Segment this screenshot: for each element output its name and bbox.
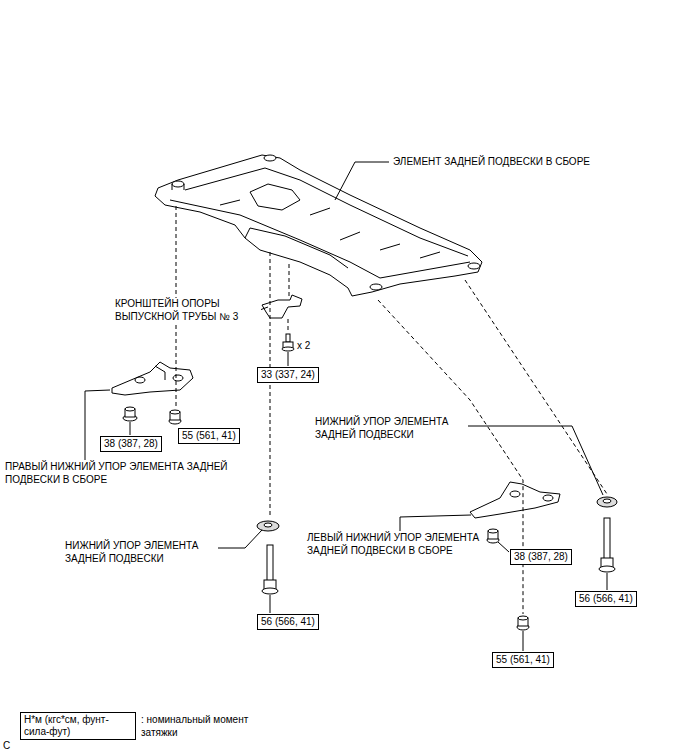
part-name: НИЖНИЙ УПОР ЭЛЕМЕНТА ЗАДНЕЙ ПОДВЕСКИ [64, 540, 218, 565]
bolt [262, 545, 278, 594]
torque-value: Н*м (кгс*см, фунт-сила-фут) [24, 714, 132, 738]
stopper-washer [597, 497, 617, 507]
bolt [282, 334, 294, 351]
torque-value: 33 (337, 24) [261, 369, 315, 381]
torque-box: 55 (561, 41) [492, 652, 554, 668]
torque-value: 56 (566, 41) [261, 616, 315, 628]
torque-value: 38 (387, 28) [104, 438, 158, 450]
part-name: ЭЛЕМЕНТ ЗАДНЕЙ ПОДВЕСКИ В СБОРЕ [392, 156, 591, 169]
nut [169, 410, 181, 424]
figure-letter: C [2, 740, 11, 753]
torque-value: 56 (566, 41) [579, 593, 633, 605]
torque-box: 55 (561, 41) [178, 428, 240, 444]
stopper-washer [257, 521, 279, 531]
torque-box: 33 (337, 24) [257, 367, 319, 383]
torque-box: 38 (387, 28) [510, 549, 572, 565]
rear-suspension-member [155, 155, 482, 296]
right-lower-stopper [112, 362, 193, 395]
torque-box: 56 (566, 41) [575, 591, 637, 607]
torque-box: 38 (387, 28) [100, 436, 162, 452]
bolt [599, 518, 615, 572]
nut [487, 529, 499, 543]
part-name: ЛЕВЫЙ НИЖНИЙ УПОР ЭЛЕМЕНТА ЗАДНЕЙ ПОДВЕС… [306, 532, 486, 557]
leader-line [85, 162, 607, 651]
nut [123, 407, 137, 421]
quantity-label: x 2 [296, 340, 311, 353]
torque-value: 55 (561, 41) [182, 430, 236, 442]
torque-value: 38 (387, 28) [514, 551, 568, 563]
alignment-line [176, 206, 607, 614]
left-lower-stopper [470, 482, 560, 518]
legend-sample-box: Н*м (кгс*см, фунт-сила-фут) [20, 712, 136, 740]
part-name: НИЖНИЙ УПОР ЭЛЕМЕНТА ЗАДНЕЙ ПОДВЕСКИ [314, 416, 468, 441]
part-name: ПРАВЫЙ НИЖНИЙ УПОР ЭЛЕМЕНТА ЗАДНЕЙ ПОДВЕ… [4, 461, 264, 486]
exhaust-bracket [262, 295, 302, 318]
part-name: КРОНШТЕЙН ОПОРЫ ВЫПУСКНОЙ ТРУБЫ № 3 [114, 298, 261, 323]
nut [517, 616, 529, 630]
torque-value: 55 (561, 41) [496, 654, 550, 666]
legend-text: : номинальный момент затяжки [140, 714, 272, 739]
torque-box: 56 (566, 41) [257, 614, 319, 630]
